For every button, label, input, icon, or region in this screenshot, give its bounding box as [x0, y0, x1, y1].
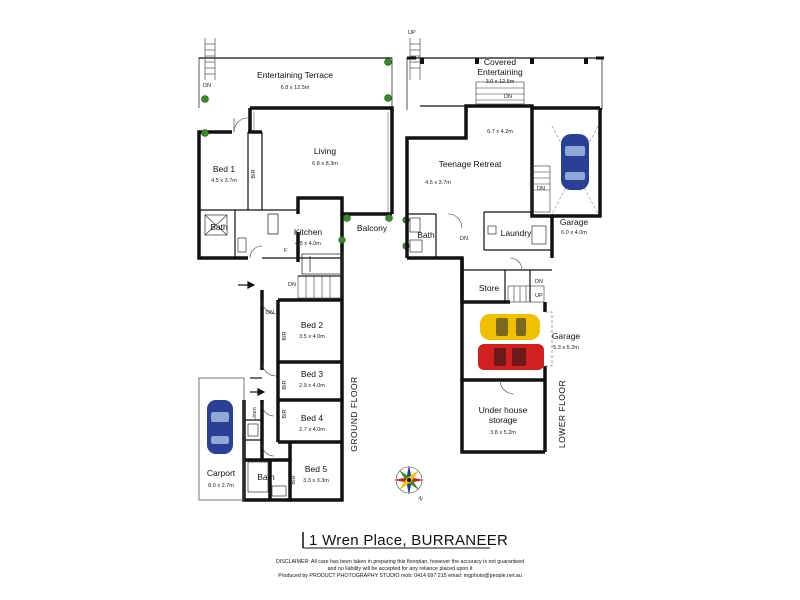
terrace-name: Entertaining Terrace — [257, 70, 333, 80]
terrace-stair — [204, 38, 216, 80]
garage-car-yellow — [480, 314, 540, 340]
ground-internal-stair — [297, 275, 343, 299]
bed1-bir-label: BIR — [251, 169, 257, 178]
hall-stair-label: DN — [266, 310, 274, 316]
carport-dim: 8.0 x 2.7m — [208, 483, 234, 489]
storage-dim: 3.8 x 5.2m — [490, 430, 516, 436]
bed3-dim: 2.9 x 4.0m — [299, 383, 325, 389]
ground-stair-label: DN — [288, 282, 296, 288]
bed5-bir-label: BIR — [291, 475, 297, 484]
retreat-stair-label: DN — [537, 186, 545, 192]
bed1-dim: 4.5 x 3.7m — [211, 178, 237, 184]
lower-floor-plan — [405, 38, 604, 454]
store-name: Store — [479, 283, 500, 293]
lower-floor-label: LOWER FLOOR — [557, 380, 567, 448]
compass-rose — [394, 465, 424, 495]
retreat-name: Teenage Retreat — [439, 159, 502, 169]
covered-dim: 3.0 x 12.5m — [486, 79, 515, 85]
balcony-name: Balcony — [357, 223, 388, 233]
kitchen-name: Kitchen — [294, 227, 323, 237]
living-name: Living — [314, 146, 336, 156]
title-bar — [302, 532, 490, 549]
terrace-stair-label: DN — [203, 83, 211, 89]
store-stair-dn-label: DN — [535, 279, 543, 285]
bath2-name: Bath — [257, 472, 275, 482]
ground-floor-label: GROUND FLOOR — [349, 376, 359, 451]
bed2-dim: 3.5 x 4.0m — [299, 334, 325, 340]
disclaimer-line2: and no liability will be accepted for an… — [328, 566, 473, 572]
garage1-dim: 6.0 x 4.0m — [561, 230, 587, 236]
bed5-dim: 3.3 x 3.3m — [303, 478, 329, 484]
lower-internal-stair — [507, 165, 551, 303]
compass-north-label: N — [417, 496, 423, 503]
property-title: 1 Wren Place, BURRANEER — [309, 532, 508, 549]
covered-name-line1: Covered — [484, 57, 516, 67]
store-stair-up-label: UP — [535, 293, 543, 299]
garage2-dim: 5.3 x 5.2m — [553, 345, 579, 351]
garage1-name: Garage — [560, 217, 589, 227]
bed3-name: Bed 3 — [301, 369, 323, 379]
garage-car-red — [478, 344, 544, 370]
kitchen-dim: 4.5 x 4.0m — [295, 241, 321, 247]
laundry-name: Laundry — [501, 228, 532, 238]
garage2-name: Garage — [552, 331, 581, 341]
bed4-dim: 2.7 x 4.0m — [299, 427, 325, 433]
disclaimer-line1: DISCLAIMER: All care has been taken in p… — [276, 559, 524, 565]
bed1-name: Bed 1 — [213, 164, 235, 174]
storage-name-line2: storage — [489, 415, 518, 425]
carport-outline — [198, 377, 245, 501]
disclaimer-line3: Produced by PRODUCT PHOTOGRAPHY STUDIO m… — [278, 573, 522, 579]
carport-car — [207, 400, 233, 454]
lower-top-stair-label: UP — [408, 30, 416, 36]
living-dim: 6.8 x 8.3m — [312, 161, 338, 167]
bed4-bir-label: BIR — [282, 409, 288, 418]
fridge-label: F — [284, 248, 288, 254]
retreat-dim-a: 6.7 x 4.2m — [487, 129, 513, 135]
lower-bath-name: Bath — [417, 230, 435, 240]
terrace-dim: 6.8 x 12.5m — [281, 85, 310, 91]
lower-top-stair — [409, 38, 421, 80]
ground-floor-plan — [197, 38, 394, 502]
bed4-name: Bed 4 — [301, 413, 323, 423]
covered-name-line2: Entertaining — [477, 67, 523, 77]
retreat-dim-b: 4.5 x 3.7m — [425, 180, 451, 186]
bed5-name: Bed 5 — [305, 464, 327, 474]
storage-name-line1: Under house — [479, 405, 528, 415]
linen-label: Linen — [252, 407, 258, 420]
bath1-name: Bath — [210, 222, 228, 232]
garage-car-blue — [561, 134, 589, 190]
bath-stair-label: DN — [460, 236, 468, 242]
bed2-name: Bed 2 — [301, 320, 323, 330]
bed2-bir-label: BIR — [282, 331, 288, 340]
carport-name: Carport — [207, 468, 236, 478]
bed3-bir-label: BIR — [282, 380, 288, 389]
covered-stair-label: DN — [504, 94, 512, 100]
